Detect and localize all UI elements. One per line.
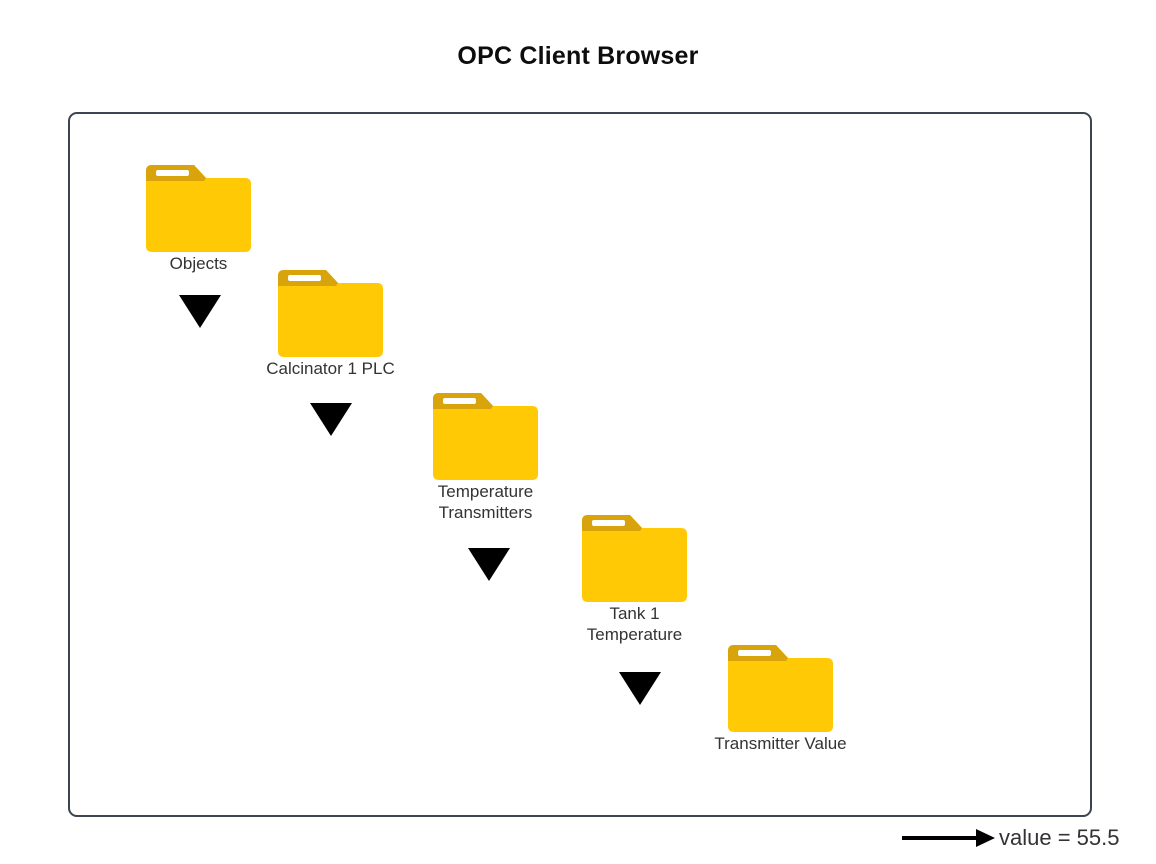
- tree-node-label: Tank 1 Temperature: [587, 603, 682, 645]
- down-triangle-icon: [310, 403, 352, 436]
- tree-node-temperature-transmitters[interactable]: Temperature Transmitters: [433, 393, 538, 522]
- tree-node-tank-1-temperature[interactable]: Tank 1 Temperature: [582, 515, 687, 644]
- folder-icon: [728, 645, 833, 732]
- label-line: Temperature: [586, 625, 683, 644]
- right-arrow-icon: [902, 829, 995, 847]
- page-title: OPC Client Browser: [457, 42, 699, 70]
- tree-node-transmitter-value[interactable]: Transmitter Value: [714, 645, 847, 753]
- label-line: Calcinator 1 PLC: [266, 359, 395, 378]
- label-line: Temperature: [437, 482, 534, 501]
- label-line: Transmitter Value: [714, 734, 847, 753]
- down-triangle-icon: [619, 672, 661, 705]
- label-line: Objects: [169, 254, 228, 273]
- down-triangle-icon: [179, 295, 221, 328]
- tree-node-objects[interactable]: Objects: [146, 165, 251, 273]
- label-line: Tank 1: [609, 604, 660, 623]
- tree-node-label: Calcinator 1 PLC: [266, 358, 395, 379]
- diagram-frame: Objects Calcinator 1 PLC Tempera: [68, 112, 1119, 850]
- tree-node-label: Transmitter Value: [714, 733, 846, 754]
- label-line: Transmitters: [438, 503, 533, 522]
- value-readout-text: value = 55.5: [999, 825, 1120, 850]
- folder-icon: [278, 270, 383, 357]
- folder-icon: [433, 393, 538, 480]
- tree-node-calcinator-1-plc[interactable]: Calcinator 1 PLC: [266, 270, 395, 378]
- tree-node-label: Objects: [170, 253, 228, 274]
- folder-icon: [582, 515, 687, 602]
- tree-node-label: Temperature Transmitters: [438, 481, 533, 523]
- folder-icon: [146, 165, 251, 252]
- down-triangle-icon: [468, 548, 510, 581]
